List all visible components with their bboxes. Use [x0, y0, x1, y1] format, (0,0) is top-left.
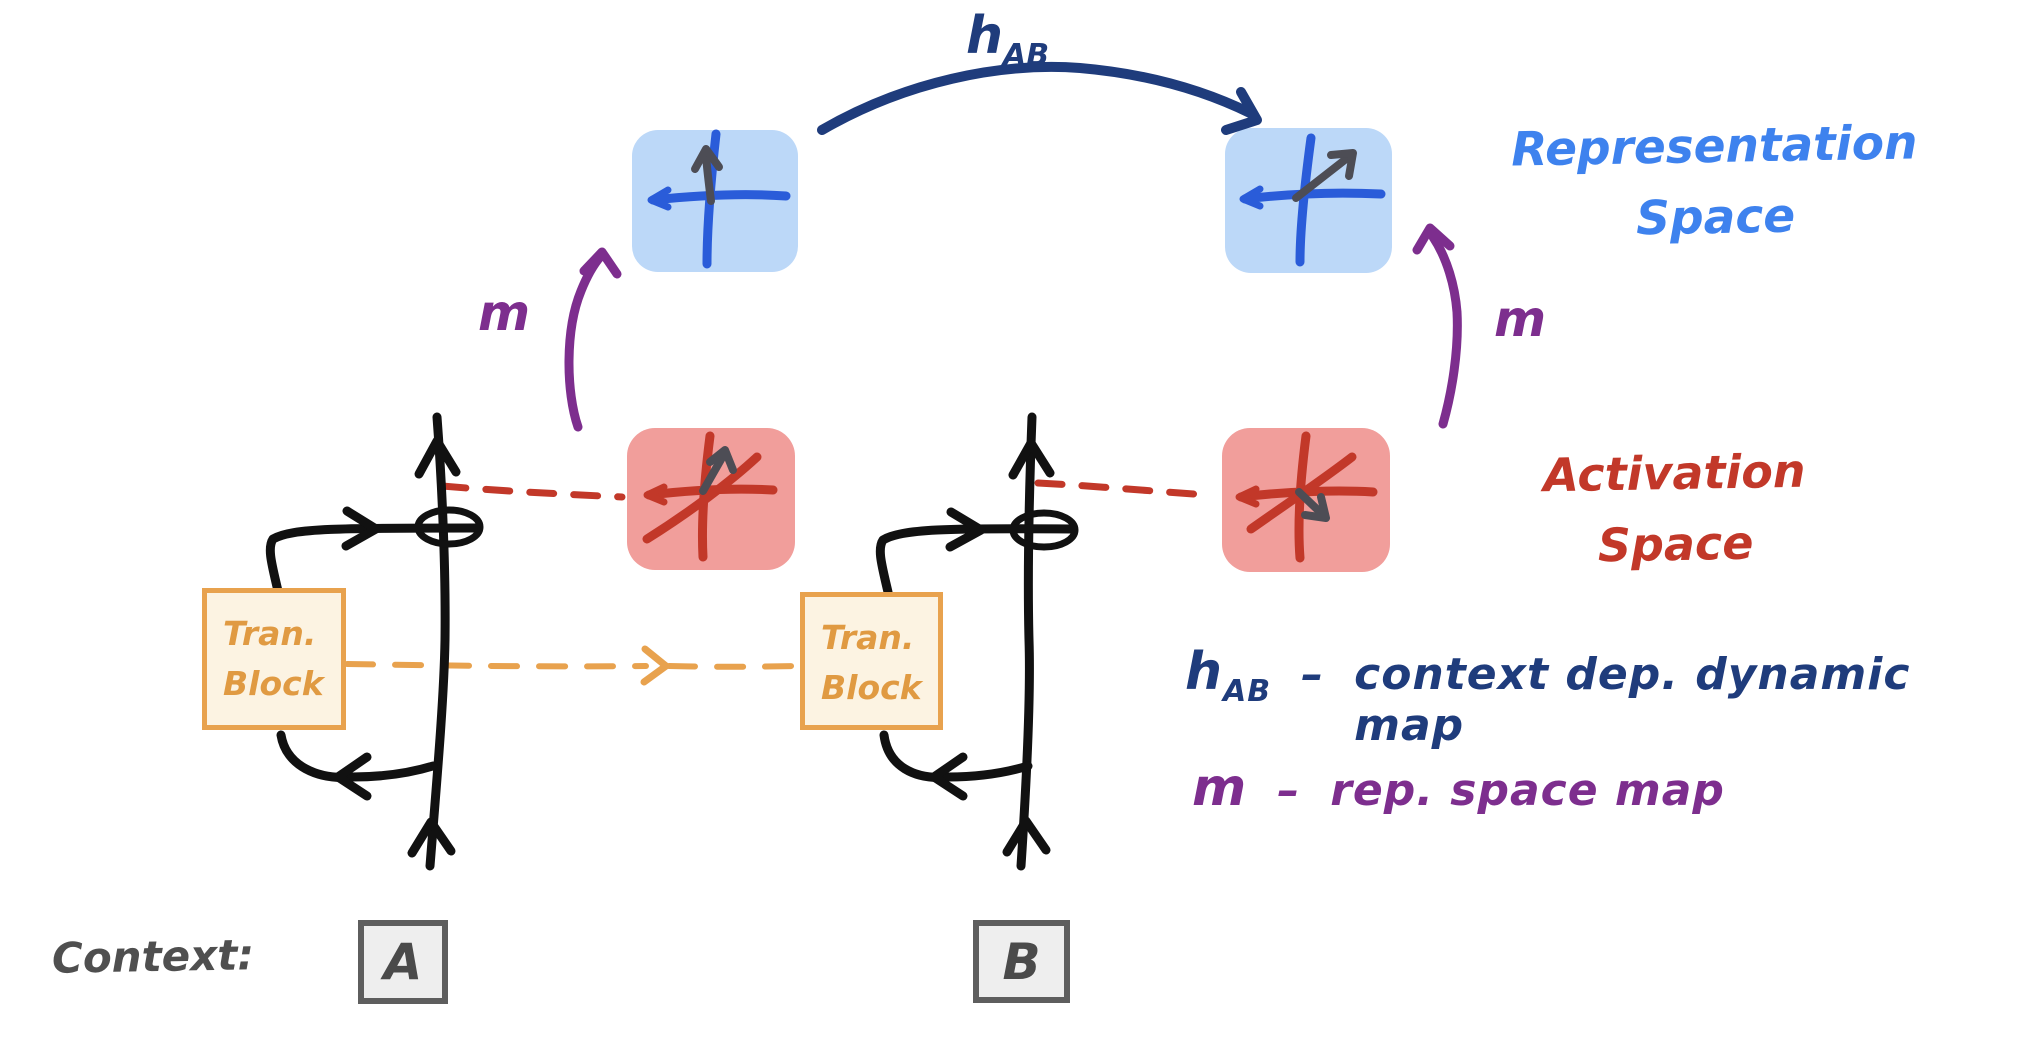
vector-down-right [1295, 488, 1325, 517]
legend-hab-symbol: h [1185, 642, 1224, 702]
axis [1236, 486, 1378, 502]
hab-arc-label: hAB [966, 6, 1049, 73]
stream-right [1016, 412, 1037, 871]
axis [648, 190, 791, 205]
legend-m-desc: rep. space map [1330, 765, 1725, 816]
context-box-b: B [973, 920, 1070, 1003]
arc [817, 61, 1255, 135]
activation-dashed-links [438, 479, 1212, 501]
axis-arrowhead [647, 186, 672, 211]
input-arrowhead [333, 752, 372, 801]
input-arrowhead [929, 752, 968, 801]
feature-vectors [691, 145, 1357, 522]
context-b-letter: B [1002, 932, 1041, 991]
stream-arrowhead [1002, 816, 1051, 857]
legend-hab-desc: context dep. dynamic map [1354, 649, 1911, 751]
axis-arrowhead [1239, 185, 1264, 210]
m-map-arrows [564, 223, 1462, 432]
axis [1240, 188, 1386, 204]
block-input-left [276, 730, 438, 782]
context-a-letter: A [383, 933, 423, 991]
block-output-right [875, 524, 1077, 597]
legend-m: m – rep. space map [1192, 758, 1725, 818]
block-input-right [879, 730, 1033, 782]
dashed-link-left [438, 482, 626, 501]
axis-arrowhead [643, 483, 668, 506]
legend-m-dash: – [1277, 765, 1301, 816]
tran-block-line1: Tran. [821, 618, 915, 657]
vector-arrowhead [1327, 149, 1357, 180]
vector-up-right [1292, 155, 1350, 202]
representation-space-label: Representation Space [1504, 108, 1926, 256]
rep-space-line1: Representation [1510, 115, 1918, 178]
dashed-segment [344, 661, 649, 670]
hab-subscript: AB [1003, 38, 1050, 73]
legend-hab-dash: – [1301, 649, 1325, 700]
m-label-left: m [478, 284, 531, 342]
context-label: Context: [51, 930, 255, 983]
vector-arrowhead [706, 446, 737, 474]
vector-arrowhead [1301, 493, 1330, 522]
stream-arrowhead [407, 817, 456, 858]
tran-block-line2: Block [223, 663, 324, 703]
representation-space-boxes [632, 128, 1392, 273]
m-arrow-right [1428, 232, 1462, 429]
act-space-line2: Space [1597, 515, 1754, 573]
m-label-right: m [1494, 290, 1547, 348]
stream-left [425, 412, 450, 871]
m-arrow-left [564, 251, 606, 432]
m-arrowhead-left [579, 247, 622, 279]
activation-space-label: Activation Space [1494, 435, 1856, 584]
tran-block-line2: Block [821, 667, 922, 707]
vector-up [702, 152, 715, 205]
rep-space-axes [647, 129, 1386, 269]
transformer-block-a: Tran. Block [202, 588, 346, 730]
dashed-link-right [1034, 479, 1212, 499]
dashed-segment [666, 663, 797, 670]
stream-arrowhead [414, 436, 461, 479]
residual-streams [265, 412, 1079, 871]
axis-arrowhead [1235, 485, 1260, 508]
tran-block-line1: Tran. [223, 614, 317, 653]
context-box-a: A [358, 920, 448, 1004]
dashed-arrowhead [640, 645, 670, 686]
hab-map-arrow [817, 61, 1262, 135]
block-output-left [265, 523, 481, 596]
stream-arrowhead [1008, 438, 1055, 480]
rep-space-line2: Space [1635, 188, 1796, 246]
output-arrowhead [341, 506, 381, 551]
hab-symbol: h [966, 6, 1004, 66]
vector-up-right [699, 452, 727, 495]
block-dashed-link [344, 645, 797, 686]
output-arrowhead [945, 507, 986, 552]
m-arrowhead-right [1412, 223, 1455, 255]
activation-space-boxes [627, 428, 1390, 572]
axis-diagonal [642, 452, 762, 544]
vector-arrowhead [691, 145, 723, 173]
axis [1295, 133, 1316, 267]
arc-arrowhead [1221, 87, 1262, 135]
legend-m-symbol: m [1192, 758, 1248, 818]
transformer-block-b: Tran. Block [800, 592, 943, 730]
act-space-line1: Activation [1542, 443, 1806, 503]
legend-hab-subscript: AB [1223, 674, 1272, 709]
